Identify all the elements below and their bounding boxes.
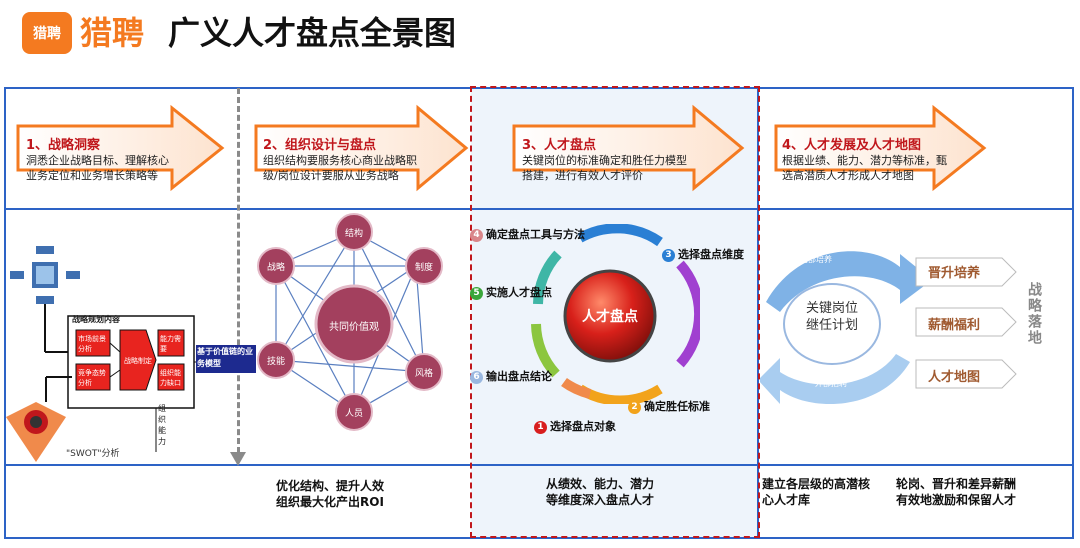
cycle-label-3: 选择盘点维度 — [678, 248, 744, 261]
swot-label: "SWOT"分析 — [66, 449, 120, 459]
org-node-skills: 技能 — [266, 357, 285, 367]
org-node-staff: 人员 — [344, 409, 363, 419]
step-4-desc: 根据业绩、能力、潜力等标准，甄选高潜质人才形成人才地图 — [782, 154, 947, 182]
org-node-style: 风格 — [414, 369, 433, 379]
strategy-item-2: 竞争态势分析 — [78, 369, 106, 387]
gray-divider — [237, 88, 240, 462]
step-2-title: 2、组织设计与盘点 — [263, 138, 377, 153]
cycle-label-6: 输出盘点结论 — [486, 370, 552, 383]
internal-training-arrow: 内部培养 — [800, 255, 832, 264]
step-1-desc: 洞悉企业战略目标、理解核心业务定位和业务增长策略等 — [26, 154, 169, 182]
cycle-num-4: 4 — [470, 228, 483, 242]
cycle-num-6: 6 — [470, 370, 483, 384]
strategy-item-4: 能力需要 — [160, 335, 181, 353]
talent-center: 人才盘点 — [582, 309, 638, 325]
dev-box-compensation: 薪酬福利 — [928, 318, 981, 333]
cycle-num-5: 5 — [470, 286, 483, 300]
step-4-title: 4、人才发展及人才地图 — [782, 138, 922, 153]
step-3-desc: 关键岗位的标准确定和胜任力模型搭建，进行有效人才评价 — [522, 154, 687, 182]
step-arrow-2 — [254, 104, 469, 192]
bottom-text-org: 优化结构、提升人效 组织最大化产出ROI — [276, 479, 385, 509]
strategy-landing-label: 战略落地 — [1026, 282, 1042, 346]
step-arrow-1 — [16, 104, 225, 192]
org-node-strategy: 战略 — [266, 263, 285, 273]
development-diagram — [760, 251, 1017, 405]
org-capability-label: 组织能力 — [158, 404, 166, 446]
diagram-frame — [4, 87, 1074, 539]
step-arrow-3 — [512, 104, 745, 192]
external-hiring-arrow: 外部招聘 — [815, 379, 847, 388]
divider-top — [4, 208, 1074, 210]
step-3-title: 3、人才盘点 — [522, 138, 597, 153]
satellite-icon — [10, 246, 80, 304]
cycle-num-1: 1 — [534, 420, 547, 434]
step-2-desc: 组织结构要服务核心商业战略职级/岗位设计要服从业务战略 — [263, 154, 417, 182]
org-network — [257, 213, 443, 431]
page-title: 广义人才盘点全景图 — [168, 14, 457, 52]
cycle-label-1: 选择盘点对象 — [550, 420, 616, 433]
step-4: 4、人才发展及人才地图 根据业绩、能力、潜力等标准，甄选高潜质人才形成人才地图 — [782, 134, 947, 183]
org-center-node: 共同价值观 — [329, 322, 379, 333]
swot-gear-icon — [6, 402, 66, 462]
bottom-text-talent: 从绩效、能力、潜力 等维度深入盘点人才 — [546, 477, 655, 507]
cycle-label-4: 确定盘点工具与方法 — [486, 228, 585, 241]
value-chain-box: 基于价值链的业务模型 — [196, 345, 256, 373]
focus-border — [470, 86, 760, 538]
cycle-label-2: 确定胜任标准 — [644, 400, 710, 413]
step-arrows — [16, 104, 987, 192]
org-node-system: 制度 — [414, 263, 433, 273]
cycle-num-2: 2 — [628, 400, 641, 414]
logo-text: 猎聘 — [80, 14, 145, 52]
org-node-structure: 结构 — [344, 229, 363, 239]
talent-cycle — [531, 224, 700, 404]
dev-box-talent-map: 人才地图 — [928, 370, 981, 385]
bottom-text-pool: 建立各层级的高潜核 心人才库 — [762, 477, 871, 507]
logo-badge: 猎聘 — [22, 12, 72, 54]
succession-plan: 关键岗位继任计划 — [805, 301, 858, 333]
step-arrow-4 — [774, 104, 987, 192]
strategy-item-1: 市场前景分析 — [78, 335, 106, 353]
strategy-diagram — [6, 246, 202, 462]
strategy-item-5: 组织能力缺口 — [160, 369, 181, 387]
step-1-title: 1、战略洞察 — [26, 138, 101, 153]
cycle-num-3: 3 — [662, 248, 675, 262]
strategy-box-title: 战略规划内容 — [72, 315, 120, 324]
cycle-label-5: 实施人才盘点 — [486, 286, 552, 299]
dev-box-promotion: 晋升培养 — [928, 266, 981, 281]
strategy-item-3: 战略制定 — [124, 357, 152, 365]
step-3: 3、人才盘点 关键岗位的标准确定和胜任力模型搭建，进行有效人才评价 — [522, 134, 692, 183]
step-1: 1、战略洞察 洞悉企业战略目标、理解核心业务定位和业务增长策略等 — [26, 134, 176, 183]
bottom-text-incentive: 轮岗、晋升和差异薪酬 有效地激励和保留人才 — [896, 477, 1017, 507]
divider-bottom — [4, 464, 1074, 466]
gray-arrow-head — [230, 452, 246, 466]
step-2: 2、组织设计与盘点 组织结构要服务核心商业战略职级/岗位设计要服从业务战略 — [263, 134, 428, 183]
